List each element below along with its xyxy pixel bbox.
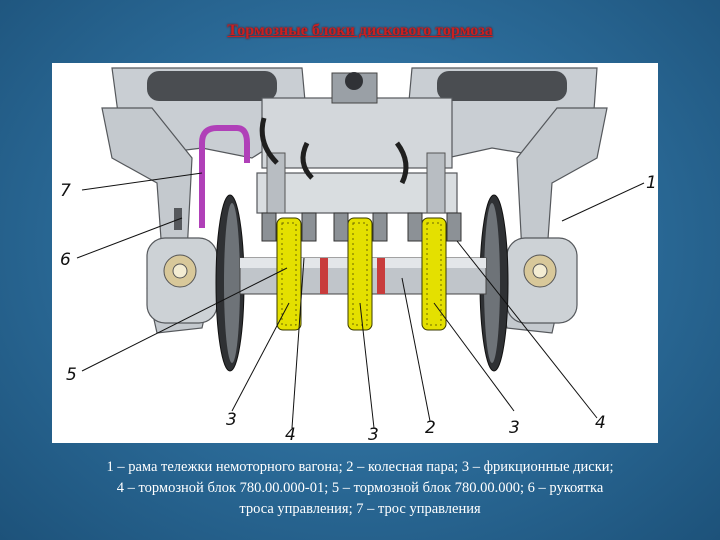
callout-4-left: 4	[285, 425, 296, 443]
callout-2: 2	[425, 418, 436, 438]
bogie-frame	[101, 67, 608, 334]
callout-3-right: 3	[509, 418, 520, 438]
callout-1: 1	[646, 173, 657, 193]
callout-3-left: 3	[226, 410, 237, 430]
callout-3-center: 3	[368, 425, 379, 443]
callout-5: 5	[66, 365, 77, 385]
callout-4-right: 4	[595, 413, 606, 433]
leader-lines	[76, 172, 645, 429]
brake-blocks	[261, 212, 462, 242]
friction-discs	[276, 217, 447, 331]
slide-title: Тормозные блоки дискового тормоза	[227, 22, 493, 39]
caption-line-2: 4 – тормозной блок 780.00.000-01; 5 – то…	[116, 480, 604, 496]
bogie-figure: 1 7 6 5 3 4 3 2 3 4	[52, 63, 658, 443]
callout-6: 6	[60, 250, 71, 270]
callout-7: 7	[60, 181, 71, 201]
callout-labels: 1 7 6 5 3 4 3 2 3 4	[60, 173, 657, 443]
control-cable	[174, 117, 409, 230]
figure-caption: 1 – рама тележки немоторного вагона; 2 –…	[20, 457, 700, 520]
bogie-drawing: 1 7 6 5 3 4 3 2 3 4	[60, 67, 657, 443]
caption-line-1: 1 – рама тележки немоторного вагона; 2 –…	[106, 459, 614, 475]
caption-line-3: троса управления; 7 – трос управления	[239, 501, 481, 517]
